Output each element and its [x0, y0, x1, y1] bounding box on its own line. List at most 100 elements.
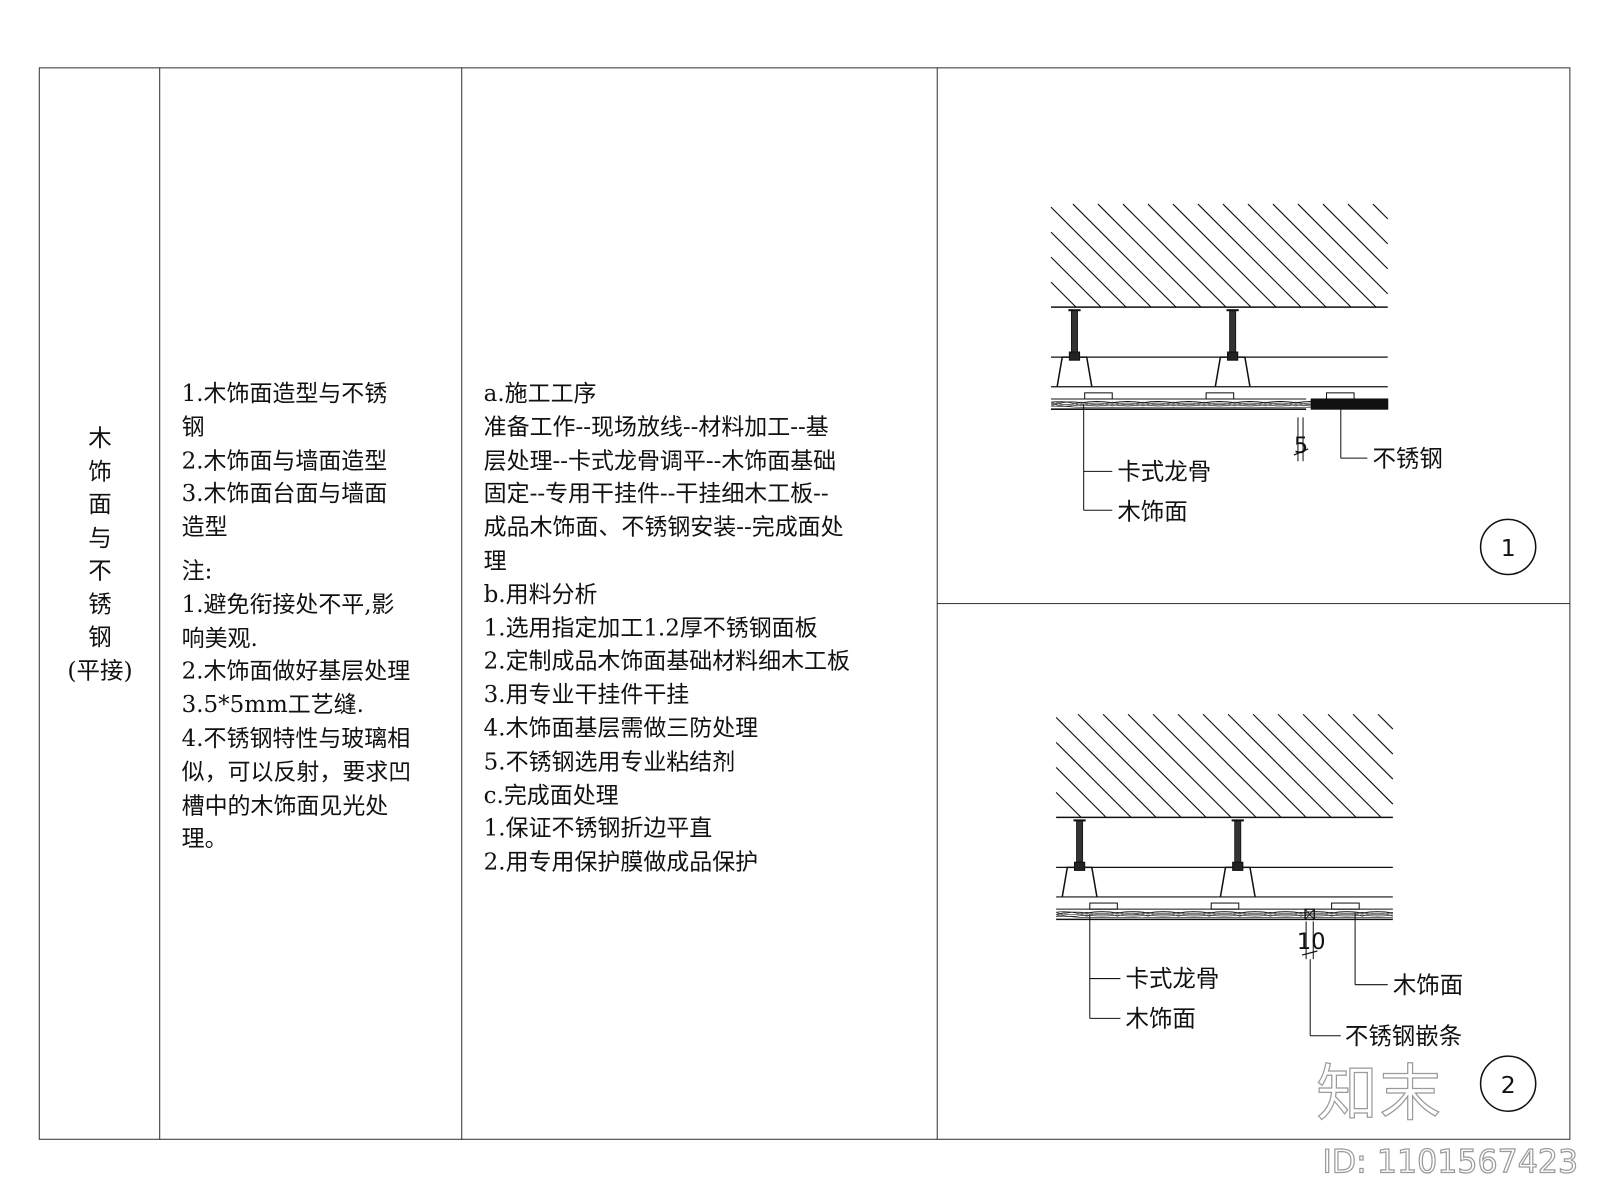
concrete-hatch — [1302, 713, 1394, 805]
title-char: 木 — [88, 425, 112, 453]
wood-grain — [1056, 911, 1393, 915]
wood-grain — [1050, 400, 1327, 407]
concrete-hatch — [1102, 713, 1207, 818]
scope-item: 2.木饰面与墙面造型 — [181, 447, 388, 475]
concrete-hatch — [1172, 203, 1277, 308]
title-char: 与 — [88, 524, 112, 552]
dimension-tick — [1293, 448, 1309, 456]
title-suffix: (平接) — [67, 657, 133, 685]
hanging-plate — [1205, 392, 1235, 400]
process-line: 5.不锈钢选用专业粘结剂 — [483, 748, 736, 776]
hanging-plate — [1084, 392, 1113, 400]
concrete-hatch — [1152, 713, 1257, 818]
row-divider — [936, 603, 1570, 605]
scope-item: 1.木饰面造型与不锈 — [181, 380, 388, 408]
scope-item: 3.木饰面台面与墙面 — [181, 481, 388, 508]
wood-grain — [1056, 911, 1393, 917]
concrete-hatch — [1227, 713, 1332, 818]
threaded-hanger — [1076, 819, 1084, 863]
label-inlay-2: 不锈钢嵌条 — [1345, 1022, 1462, 1050]
label-keel-1: 卡式龙骨 — [1117, 458, 1211, 486]
title-char: 锈 — [88, 591, 112, 618]
process-line: 层处理--卡式龙骨调平--木饰面基础 — [483, 447, 837, 475]
clip-keel — [1056, 356, 1093, 387]
label-keel-2: 卡式龙骨 — [1126, 965, 1220, 993]
label-steel-1: 不锈钢 — [1372, 444, 1442, 472]
process-line: 3.用专业干挂件干挂 — [483, 681, 690, 709]
concrete-hatch — [1097, 203, 1202, 308]
hanging-plate — [1210, 902, 1240, 910]
concrete-hatch — [1055, 716, 1157, 818]
title-char: 钢 — [88, 624, 112, 652]
clip-keel — [1219, 866, 1256, 898]
watermark-logo: 知末 — [1316, 1058, 1443, 1130]
label-wood-right-2: 木饰面 — [1393, 971, 1463, 999]
wood-grain — [1050, 401, 1327, 407]
concrete-hatch — [1055, 766, 1107, 818]
hanging-plate — [1089, 902, 1118, 910]
concrete-hatch — [1252, 713, 1357, 818]
drawing-line — [1304, 908, 1315, 920]
wood-grain — [1050, 401, 1327, 405]
column-divider — [461, 67, 463, 1140]
process-line: c.完成面处理 — [483, 782, 619, 809]
concrete-hatch — [1127, 713, 1232, 818]
concrete-hatch — [1072, 203, 1177, 308]
wood-grain — [1050, 404, 1327, 407]
wood-grain — [1056, 911, 1393, 917]
title-column: 木 饰 面 与 不 锈 钢 (平接) — [67, 422, 132, 687]
note-line: 2.木饰面做好基层处理 — [181, 658, 411, 686]
concrete-hatch — [1202, 713, 1307, 818]
title-char: 饰 — [88, 458, 112, 486]
concrete-hatch — [1222, 203, 1327, 308]
note-line: 响美观. — [181, 625, 258, 652]
process-line: 理 — [483, 547, 507, 575]
note-line: 似，可以反射，要求凹 — [181, 758, 412, 786]
process-line: 准备工作--现场放线--材料加工--基 — [483, 414, 829, 441]
clip-keel — [1061, 866, 1098, 898]
concrete-hatch — [1347, 203, 1389, 245]
concrete-hatch — [1177, 713, 1282, 818]
concrete-hatch — [1297, 203, 1389, 295]
concrete-hatch — [1122, 203, 1227, 308]
concrete-hatch — [1050, 281, 1077, 308]
process-line: 1.选用指定加工1.2厚不锈钢面板 — [483, 614, 818, 642]
stainless-steel-panel — [1310, 398, 1389, 410]
note-heading: 注: — [181, 558, 213, 585]
detail-2-section — [1055, 713, 1394, 1037]
process-line: b.用料分析 — [483, 581, 598, 608]
concrete-hatch — [1377, 713, 1394, 730]
detail-1-section — [1050, 203, 1389, 511]
scope-item: 造型 — [181, 514, 228, 542]
concrete-hatch — [1147, 203, 1252, 308]
hanging-plate — [1331, 902, 1360, 910]
note-line: 4.不锈钢特性与玻璃相 — [181, 725, 411, 753]
label-wood-1: 木饰面 — [1117, 497, 1187, 525]
process-line: 成品木饰面、不锈钢安装--完成面处 — [483, 514, 844, 542]
threaded-hanger — [1229, 309, 1237, 353]
wood-grain — [1056, 914, 1393, 917]
clip-keel — [1214, 356, 1251, 387]
concrete-hatch — [1050, 256, 1102, 308]
hanger-nut — [1232, 861, 1244, 871]
threaded-hanger — [1234, 819, 1242, 863]
process-line: 1.保证不锈钢折边平直 — [483, 815, 713, 843]
title-char: 面 — [88, 491, 112, 519]
process-line: 4.木饰面基层需做三防处理 — [483, 715, 759, 742]
concrete-hatch — [1352, 713, 1394, 755]
wood-grain — [1050, 401, 1327, 405]
concrete-hatch — [1050, 231, 1127, 308]
note-line: 理。 — [181, 825, 228, 853]
scope-column: 1.木饰面造型与不锈 钢 2.木饰面与墙面造型 3.木饰面台面与墙面 造型 注:… — [182, 378, 412, 857]
hanger-nut — [1073, 861, 1086, 871]
process-line: 固定--专用干挂件--干挂细木工板-- — [483, 481, 829, 508]
column-divider — [159, 67, 161, 1140]
detail-number-circle — [1479, 518, 1537, 576]
concrete-hatch — [1272, 203, 1377, 308]
dimension-tick — [1301, 950, 1318, 956]
concrete-hatch — [1372, 203, 1389, 220]
title-char: 不 — [88, 558, 112, 585]
concrete-hatch — [1322, 203, 1389, 270]
